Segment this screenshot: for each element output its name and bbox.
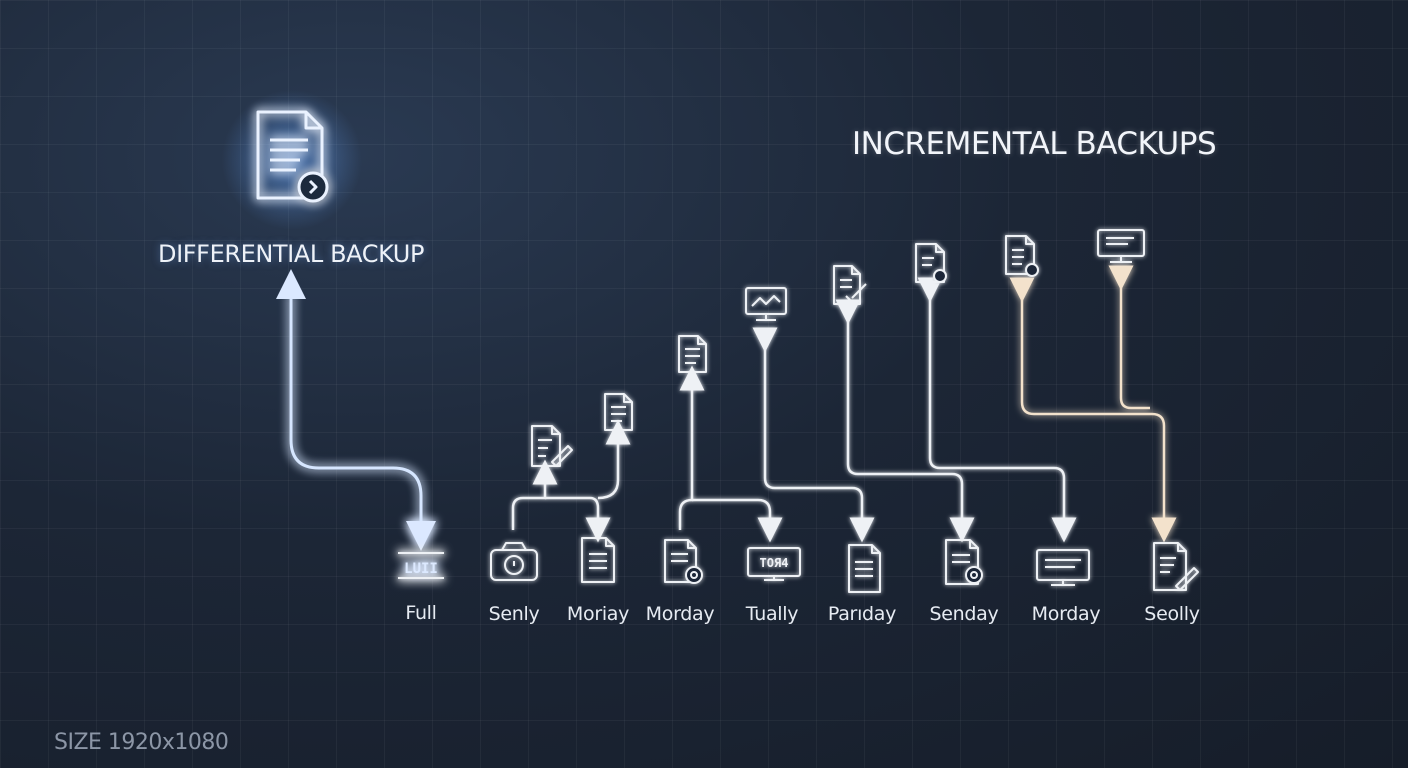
incremental-connectors-warm xyxy=(1009,265,1177,543)
node-label: Parıday xyxy=(827,603,897,625)
node-label: Morday xyxy=(645,603,715,625)
size-note: SIZE 1920x1080 xyxy=(54,730,229,755)
incremental-connectors xyxy=(511,277,1077,543)
monitor-icon xyxy=(1097,229,1145,263)
node-label: Moriay xyxy=(566,603,630,625)
document-gear-icon xyxy=(945,539,983,585)
differential-connector xyxy=(289,292,436,551)
node-label: Tually xyxy=(745,603,799,625)
node-label: Seolly xyxy=(1144,603,1200,625)
incremental-backups-title: INCREMENTAL BACKUPS xyxy=(852,126,1217,162)
full-icon-text: LUII xyxy=(404,561,438,577)
differential-backup-title: DIFFERENTIAL BACKUP xyxy=(158,240,425,268)
document-icon xyxy=(848,544,881,593)
monitor-chart-icon xyxy=(745,287,787,321)
document-clock-icon xyxy=(915,243,947,283)
document-settings-icon xyxy=(664,539,703,584)
document-edit-icon xyxy=(1153,542,1199,591)
document-coin-icon xyxy=(1005,235,1039,277)
differential-backup-icon xyxy=(222,90,362,230)
document-icon xyxy=(604,393,633,431)
document-icon xyxy=(678,335,707,373)
node-label: Senly xyxy=(488,603,540,625)
monitor-icon xyxy=(1036,549,1090,586)
camera-icon xyxy=(490,542,538,581)
monitor-icon: TOЯ4 xyxy=(747,547,801,581)
document-icon xyxy=(581,537,615,583)
node-label: Senday xyxy=(929,603,999,625)
monitor-icon-text: TOЯ4 xyxy=(760,556,789,570)
node-label: Morday xyxy=(1031,603,1101,625)
document-edit-icon xyxy=(531,425,573,467)
node-label-full: Full xyxy=(405,602,437,624)
full-backup-icon: LUII xyxy=(398,552,444,579)
document-check-icon xyxy=(833,265,867,305)
